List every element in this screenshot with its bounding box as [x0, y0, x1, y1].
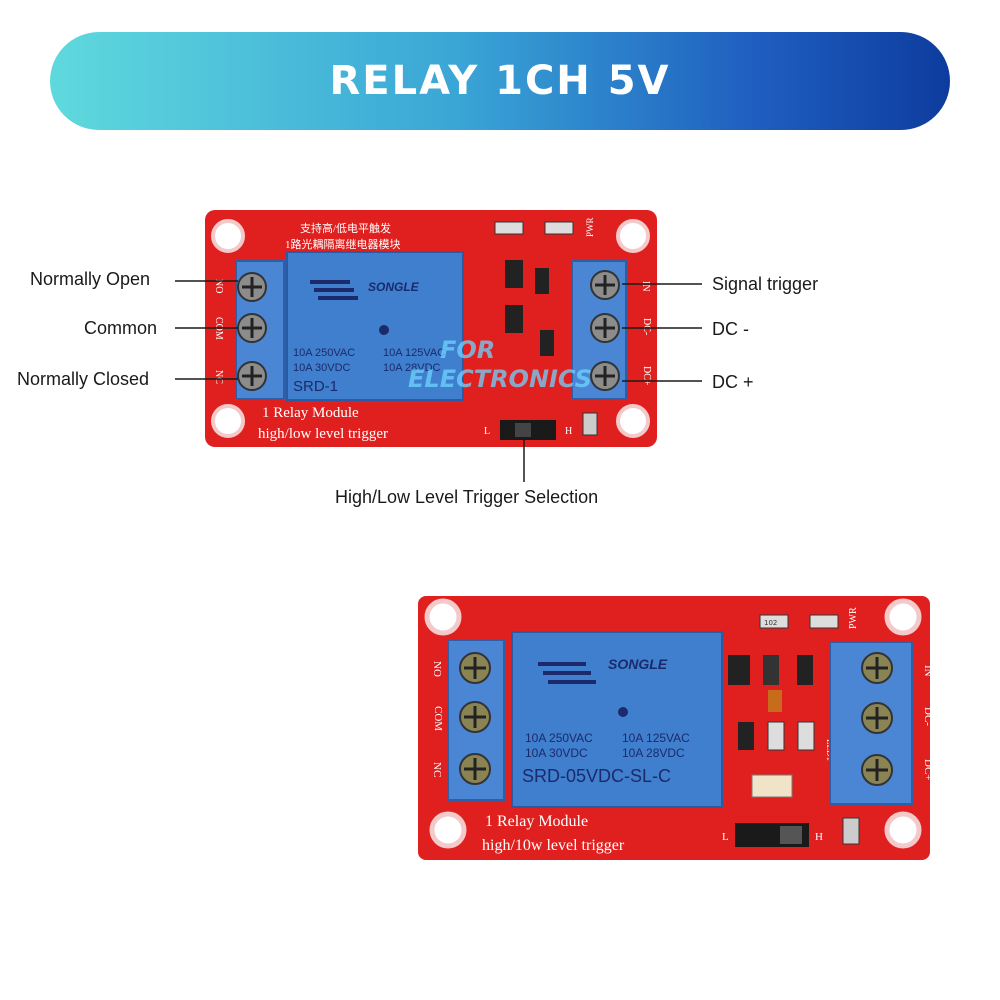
photo-relay-spec-1: 10A 250VAC	[525, 731, 593, 745]
banner-title: RELAY 1CH 5V	[329, 58, 671, 104]
label-normally-open: Normally Open	[30, 269, 150, 289]
relay-spec-4: 10A 28VDC	[383, 362, 441, 374]
photo-pin-dcminus: DC-	[922, 707, 934, 726]
bottom-board: NO COM NC SONGLE 10A 250VAC 10A 30VDC 10…	[418, 596, 934, 860]
relay-brand: SONGLE	[368, 280, 420, 294]
label-trigger-selection: High/Low Level Trigger Selection	[335, 487, 598, 507]
photo-pin-dcplus: DC+	[922, 759, 934, 780]
photo-pwr-label: PWR	[848, 607, 859, 629]
photo-relay-body	[511, 631, 723, 808]
board-cn-text-1: 支持高/低电平触发	[300, 221, 391, 235]
pin-dcplus-label: DC+	[641, 366, 652, 386]
photo-pin-in: IN	[922, 665, 934, 677]
relay-body	[286, 251, 464, 401]
top-board: 支持高/低电平触发 1路光耦隔离继电器模块 NO COM NC SONGLE 1…	[205, 210, 657, 447]
watermark-line-2: ELECTRONICS	[408, 365, 592, 393]
label-dc-plus: DC +	[712, 372, 754, 392]
pin-dcminus-label: DC-	[641, 318, 652, 335]
photo-pin-no: NO	[431, 661, 443, 677]
label-normally-closed: Normally Closed	[17, 369, 149, 389]
label-common: Common	[84, 318, 157, 338]
relay-model: SRD-1	[293, 378, 338, 395]
photo-relay-spec-2: 10A 30VDC	[525, 746, 588, 760]
relay-spec-1: 10A 250VAC	[293, 347, 355, 359]
photo-jumper-h: H	[815, 831, 823, 843]
relay-spec-3: 10A 125VAC	[383, 347, 445, 359]
photo-pin-nc: NC	[431, 762, 443, 777]
callout-lines	[175, 280, 702, 482]
photo-module-line-1: 1 Relay Module	[485, 813, 588, 830]
photo-module-line-2: high/10w level trigger	[482, 837, 625, 854]
photo-left-screws	[459, 652, 491, 785]
photo-relay-brand: SONGLE	[608, 656, 668, 672]
photo-relay-spec-4: 10A 28VDC	[622, 746, 685, 760]
pwr-label: PWR	[585, 217, 595, 237]
label-signal-trigger: Signal trigger	[712, 274, 818, 294]
label-dc-minus: DC -	[712, 319, 749, 339]
right-terminal-screws	[590, 270, 620, 391]
jumper-l-label: L	[484, 426, 490, 437]
pin-nc-label: NC	[213, 370, 224, 384]
photo-smd-label: 102	[764, 619, 777, 627]
title-banner: RELAY 1CH 5V	[50, 32, 950, 130]
relay-spec-2: 10A 30VDC	[293, 362, 351, 374]
board-cn-text-2: 1路光耦隔离继电器模块	[285, 237, 401, 251]
photo-jumper-l: L	[722, 831, 729, 843]
watermark-line-1: FOR	[440, 336, 495, 364]
photo-right-screws	[861, 652, 893, 786]
left-terminal-screws	[237, 272, 267, 391]
pin-in-label: IN	[640, 281, 651, 292]
jumper-h-label: H	[565, 426, 572, 437]
photo-relay-spec-3: 10A 125VAC	[622, 731, 690, 745]
photo-pin-com: COM	[432, 706, 444, 731]
module-line-1: 1 Relay Module	[262, 405, 359, 421]
pin-no-label: NO	[213, 279, 224, 293]
photo-relay-model: SRD-05VDC-SL-C	[522, 766, 671, 786]
module-line-2: high/low level trigger	[258, 426, 388, 442]
